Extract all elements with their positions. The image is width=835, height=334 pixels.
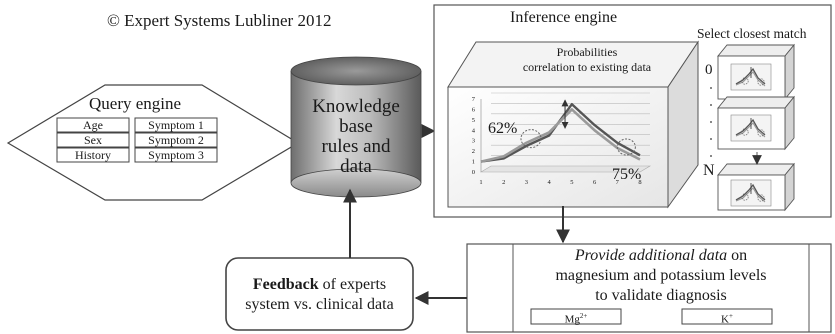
chart-caption-line-1: Probabilities bbox=[556, 45, 618, 59]
chart-match-circle-right bbox=[616, 138, 636, 156]
percent-right-label: 75% bbox=[612, 166, 642, 183]
chart-y-tick-label: 1 bbox=[472, 159, 475, 166]
sex-label: Sex bbox=[84, 133, 102, 147]
additional-data-line-2: magnesium and potassium levels bbox=[555, 267, 767, 284]
chart-x-tick-label: 1 bbox=[479, 179, 482, 186]
history-label: History bbox=[75, 148, 111, 162]
k-symbol: K bbox=[721, 313, 729, 326]
match-box-bottom bbox=[717, 162, 795, 212]
history-field bbox=[56, 147, 130, 163]
chart-y-tick-label: 2 bbox=[472, 148, 475, 155]
chart-match-circle-left bbox=[520, 129, 542, 149]
k-field bbox=[681, 308, 773, 325]
chart-x-tick-label: 2 bbox=[502, 179, 505, 186]
knowledge-base-line-4: data bbox=[340, 156, 372, 177]
match-box-middle bbox=[717, 95, 795, 151]
knowledge-base-line-1: Knowledge bbox=[312, 96, 400, 117]
additional-data-line-1: Provide additional data on bbox=[513, 247, 809, 265]
symptom-1-field bbox=[134, 117, 218, 133]
inference-engine-title: Inference engine bbox=[510, 9, 618, 26]
symptom-2-label: Symptom 2 bbox=[148, 133, 204, 147]
symptom-2-field bbox=[134, 132, 218, 148]
chart-series-line bbox=[480, 108, 641, 163]
age-field bbox=[56, 117, 130, 133]
feedback-line-1-rest: of experts bbox=[318, 276, 387, 293]
chart-y-tick-label: 5 bbox=[472, 117, 475, 124]
symptom-3-label: Symptom 3 bbox=[148, 148, 204, 162]
mg-label: Mg2+ bbox=[531, 309, 621, 328]
feedback-line-1: Feedback of experts bbox=[226, 276, 413, 294]
chart-y-tick-label: 7 bbox=[472, 96, 476, 103]
query-engine-title: Query engine bbox=[89, 94, 182, 113]
match-box-top bbox=[717, 43, 795, 101]
knowledge-base-line-2: base bbox=[339, 116, 373, 137]
symptom-3-field bbox=[134, 147, 218, 163]
chart-3d-box bbox=[447, 40, 699, 209]
symptom-1-label: Symptom 1 bbox=[148, 118, 204, 132]
mg-field bbox=[530, 308, 622, 325]
age-label: Age bbox=[83, 118, 103, 132]
sex-field bbox=[56, 132, 130, 148]
closest-match-title: Select closest match bbox=[697, 26, 807, 41]
knowledge-base-cylinder bbox=[290, 56, 422, 198]
mg-charge: 2+ bbox=[579, 312, 588, 320]
feedback-line-2: system vs. clinical data bbox=[245, 296, 394, 313]
chart-x-tick-label: 4 bbox=[548, 179, 552, 186]
feedback-box bbox=[225, 257, 414, 331]
mg-symbol: Mg bbox=[564, 313, 580, 326]
chart-x-tick-label: 3 bbox=[525, 179, 528, 186]
chart-floor bbox=[479, 165, 652, 173]
knowledge-base-line-3: rules and bbox=[321, 136, 391, 157]
chart-y-tick-label: 6 bbox=[472, 106, 476, 113]
range-start-label: 0 bbox=[705, 62, 713, 78]
chart-x-tick-label: 6 bbox=[593, 179, 597, 186]
chart-y-tick-label: 0 bbox=[472, 169, 475, 176]
k-label: K+ bbox=[682, 309, 772, 328]
additional-data-emphasis: Provide additional data bbox=[574, 247, 728, 264]
additional-data-line-3: to validate diagnosis bbox=[595, 287, 727, 304]
percent-left-label: 62% bbox=[488, 120, 518, 137]
feedback-emphasis: Feedback bbox=[252, 276, 319, 293]
range-end-label: N bbox=[703, 162, 715, 179]
k-charge: + bbox=[729, 312, 733, 320]
chart-y-tick-label: 4 bbox=[472, 127, 476, 134]
chart-x-tick-label: 7 bbox=[616, 179, 620, 186]
copyright-text: © Expert Systems Lubliner 2012 bbox=[107, 11, 332, 30]
chart-x-tick-label: 8 bbox=[638, 179, 641, 186]
range-dots bbox=[710, 87, 712, 157]
additional-data-line-1-rest: on bbox=[727, 247, 748, 264]
chart-caption-line-2: correlation to existing data bbox=[522, 60, 652, 74]
chart-x-tick-label: 5 bbox=[570, 179, 573, 186]
chart-y-tick-label: 3 bbox=[472, 138, 475, 145]
